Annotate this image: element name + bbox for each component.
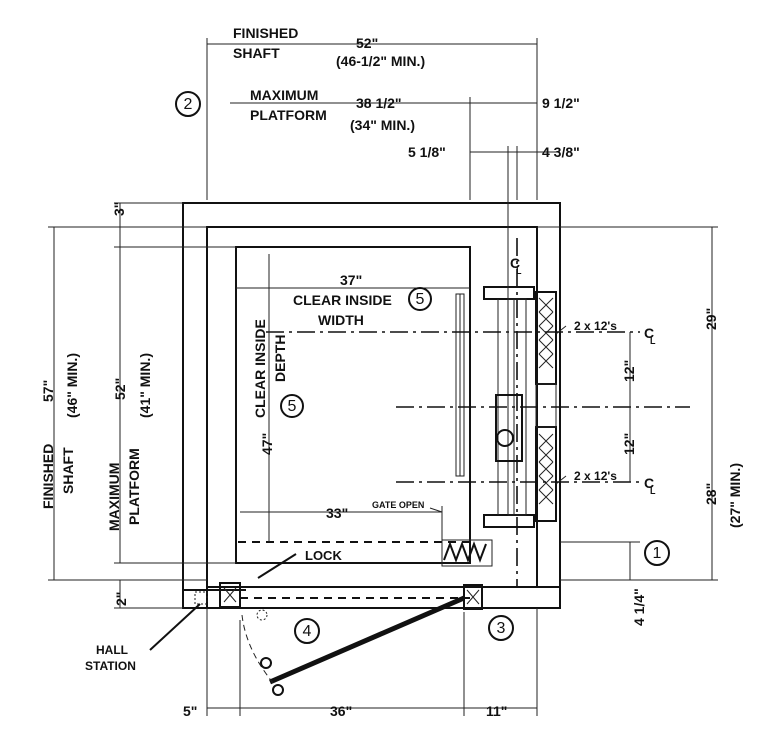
max-platform-side-line1: MAXIMUM [106,463,122,531]
platform-width-min-dim: (34" MIN.) [350,117,415,133]
callout-1: 1 [653,545,662,562]
shaft-outer-wall [182,202,561,609]
door-jamb-left [219,582,241,608]
dimension-lines [48,38,718,716]
max-platform-top-line1: MAXIMUM [250,87,318,103]
callout-3: 3 [497,620,506,637]
centerlines [266,238,690,586]
lower-right-min-dim: (27" MIN.) [727,463,743,528]
centerline-mid-l: L [650,336,656,346]
max-platform-top-line2: PLATFORM [250,107,327,123]
upper-right-dim: 29" [703,308,719,330]
finished-shaft-top-line1: FINISHED [233,25,298,41]
gate-width-dim: 33" [326,505,348,521]
shaft-width-min-dim: (46-1/2" MIN.) [336,53,425,69]
door-handle-bottom-icon [272,684,284,696]
text-labels: FINISHED SHAFT 52" (46-1/2" MIN.) MAXIMU… [40,25,743,719]
bottom-left-wall-dim: 2" [113,592,129,606]
centerline-bot-l: L [650,486,656,496]
clear-depth-line2: DEPTH [272,335,288,382]
gate-spring [443,541,487,563]
lock-icon [256,609,268,621]
lock-leader [257,553,297,579]
finished-shaft-top-line2: SHAFT [233,45,280,61]
clear-width-dim: 37" [340,272,362,288]
clear-width-line2: WIDTH [318,312,364,328]
rail-spacing-top-dim: 12" [621,360,637,382]
clear-width-line1: CLEAR INSIDE [293,292,392,308]
lock-label: LOCK [305,548,342,563]
shaft-depth-min-dim: (46" MIN.) [64,353,80,418]
platform-width-dim: 38 1/2" [356,95,402,111]
centerline-bot-c: C [644,475,654,491]
header-top-label: 2 x 12's [574,319,617,333]
header-bottom-label: 2 x 12's [574,469,617,483]
callouts [175,91,670,644]
hall-station-line2: STATION [85,659,136,673]
centerline-top-l: L [516,266,522,276]
hall-station-leader [149,603,201,651]
clear-depth-line1: CLEAR INSIDE [252,319,268,418]
rail-offset-a-dim: 5 1/8" [408,144,446,160]
header-top-box [535,291,557,385]
door-width-dim: 36" [330,703,352,719]
clear-depth-dim: 47" [259,433,275,455]
cab-clear-inside [235,246,471,564]
shaft-walls [182,202,561,609]
rail-spacing-bottom-dim: 12" [621,433,637,455]
hall-station-icon [194,591,208,605]
max-platform-side-line2: PLATFORM [126,448,142,525]
finished-shaft-side-line1: FINISHED [40,444,56,509]
bottom-right-wall-dim: 4 1/4" [631,588,647,626]
rail-offset-b-dim: 4 3/8" [542,144,580,160]
swing-door [269,595,465,685]
shaft-depth-dim: 57" [40,380,56,402]
hall-station-line1: HALL [96,643,128,657]
callout-2: 2 [184,96,193,113]
top-wall-dim: 3" [111,202,127,216]
lower-right-dim: 28" [703,483,719,505]
callout-4: 4 [303,623,312,640]
bottom-right-dim: 11" [486,703,507,719]
door-jamb-right [463,584,483,610]
platform-depth-dim: 52" [112,378,128,400]
finished-shaft-side-line2: SHAFT [60,447,76,494]
gate-open-label: GATE OPEN [372,500,424,510]
callout-5-depth: 5 [288,398,297,415]
right-gap-dim: 9 1/2" [542,95,580,111]
gate-door [194,539,493,696]
bottom-left-dim: 5" [183,703,197,719]
platform-depth-min-dim: (41" MIN.) [137,353,153,418]
shaft-width-dim: 52" [356,35,378,51]
door-handle-top-icon [260,657,272,669]
callout-5-width: 5 [416,291,425,308]
centerline-top-c: C [510,255,520,271]
centerline-mid-c: C [644,325,654,341]
